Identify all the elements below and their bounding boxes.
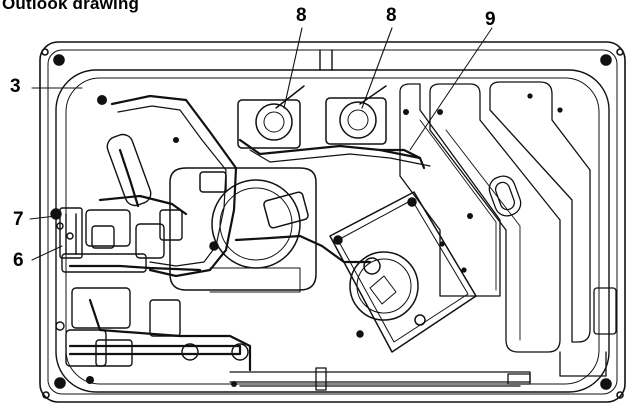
callout-8-left: 8: [296, 5, 307, 26]
callout-6: 6: [13, 250, 24, 271]
valve-assembly-8-right: [325, 27, 393, 145]
callout-7: 7: [13, 209, 24, 230]
inverter-compressor: [329, 191, 477, 353]
callout-8-right: 8: [386, 5, 397, 26]
right-channels: [399, 81, 617, 377]
bottom-rail: [229, 367, 531, 391]
valve-assembly-8-left: [237, 27, 305, 149]
drawing-title: Outlook drawing: [2, 0, 140, 13]
leader-lines: [29, 27, 493, 261]
drain-pan: [55, 49, 610, 393]
left-valve-cluster: [50, 133, 249, 367]
base-frame: [39, 41, 626, 403]
mounting-bolts: [86, 95, 473, 387]
refrigerant-piping: [68, 94, 431, 372]
callout-3: 3: [10, 76, 21, 97]
callout-9: 9: [485, 9, 496, 30]
